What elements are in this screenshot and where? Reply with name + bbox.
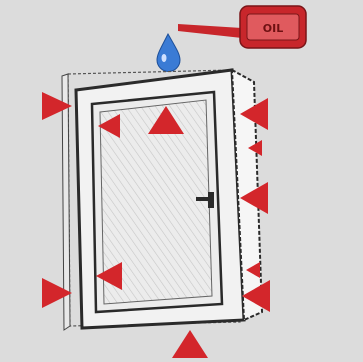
window-sash	[76, 70, 262, 328]
oil-can-label: OIL	[263, 22, 283, 35]
